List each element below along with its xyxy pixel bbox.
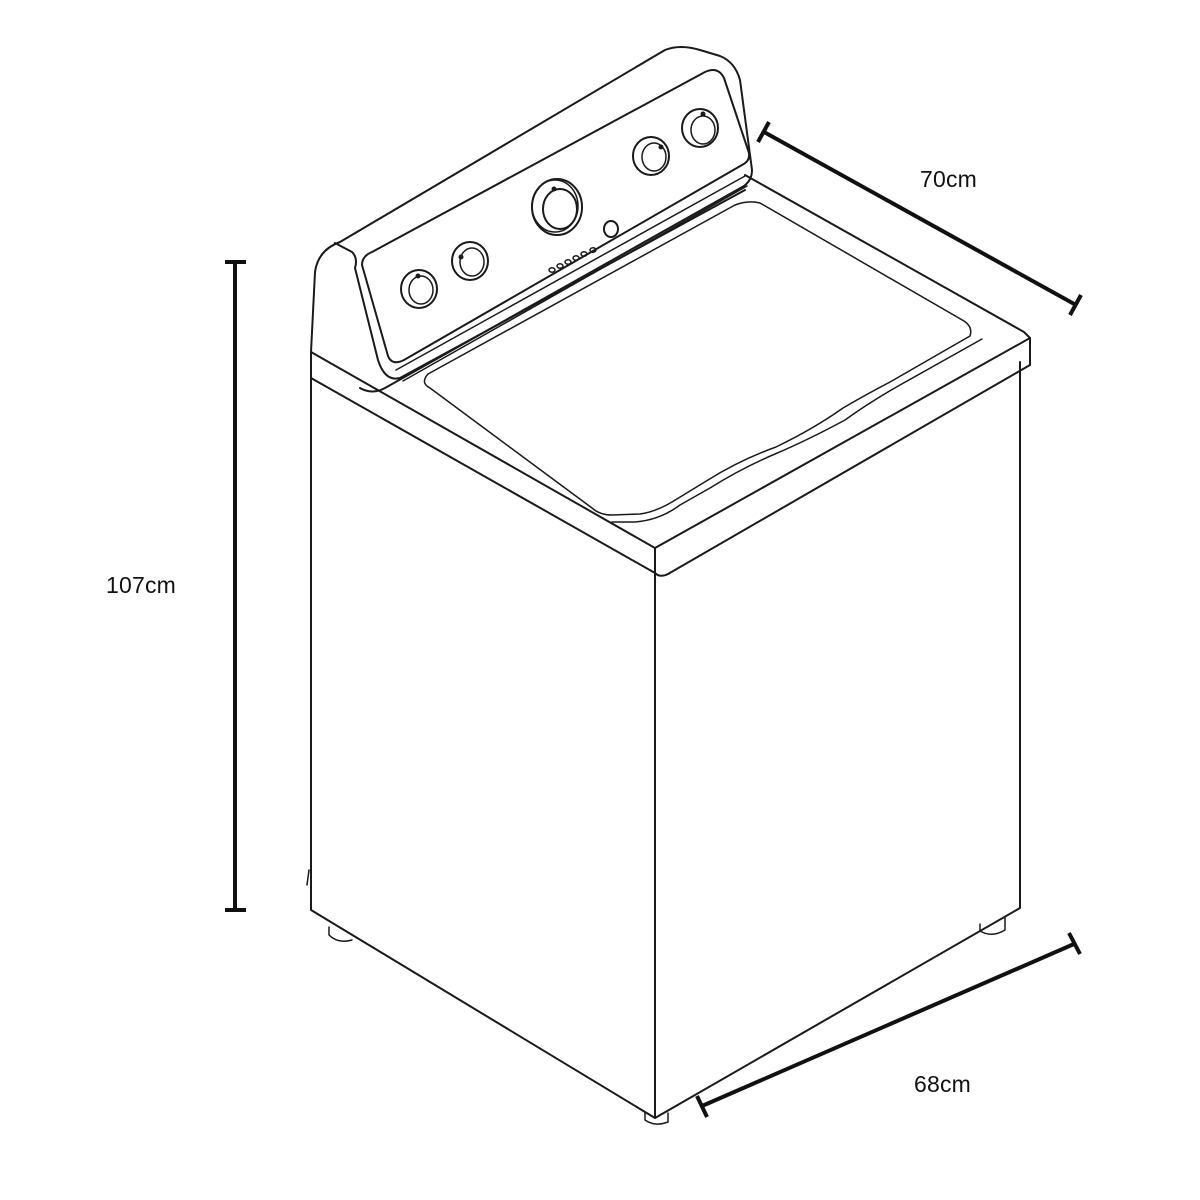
foot-front — [644, 1111, 669, 1125]
knob-4[interactable] — [681, 108, 719, 148]
console-shell — [310, 46, 753, 393]
dimension-width — [695, 932, 1082, 1118]
left-edge-notch — [306, 869, 310, 886]
start-button[interactable] — [603, 220, 619, 238]
dimension-depth — [756, 121, 1083, 316]
top-rim-left-upper — [310, 351, 656, 549]
top-rim-corner — [654, 547, 669, 577]
top-rim-left — [310, 351, 656, 574]
console-trim-1 — [395, 175, 746, 371]
console-shell-step — [334, 189, 746, 380]
control-console — [310, 46, 753, 393]
cabinet-right-face — [654, 361, 1021, 1119]
foot-left — [328, 926, 353, 942]
foot-right — [979, 917, 1006, 935]
knob-3[interactable] — [632, 136, 670, 176]
console-faceplate — [361, 69, 751, 364]
cabinet — [306, 174, 1031, 1119]
cabinet-left-face — [310, 377, 656, 1119]
top-rim-right-lower — [667, 337, 1031, 575]
knob-2[interactable] — [451, 241, 489, 281]
knob-1[interactable] — [400, 269, 438, 309]
cycle-dial[interactable] — [531, 178, 583, 236]
lid — [423, 201, 983, 523]
feet — [328, 917, 1006, 1125]
console-trim-2 — [402, 185, 748, 382]
top-rim-back-right — [744, 174, 1031, 339]
top-rim-right-upper — [654, 337, 1031, 549]
depth-label: 70cm — [920, 166, 978, 192]
height-label: 107cm — [106, 572, 177, 598]
lid-outer — [423, 201, 972, 516]
indicator-lights — [548, 247, 597, 273]
width-label: 68cm — [914, 1071, 972, 1097]
dimension-height — [225, 260, 246, 912]
lid-inner-edge — [611, 338, 983, 523]
